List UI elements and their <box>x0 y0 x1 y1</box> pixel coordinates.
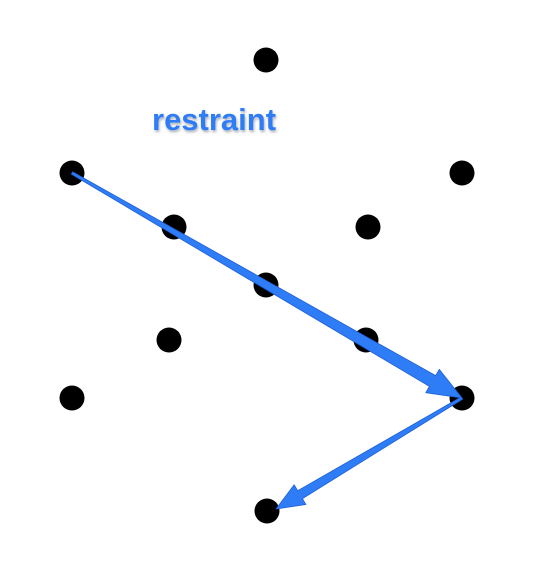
dot-inner-lower-left <box>156 327 182 353</box>
dot-right-upper <box>449 160 475 186</box>
restraint-label: restraint <box>152 102 276 137</box>
dots-layer <box>59 47 475 524</box>
dot-inner-upper-right <box>355 214 381 240</box>
arrow-long <box>70 171 463 399</box>
arrows-layer <box>70 171 464 510</box>
arrow-short <box>275 396 464 510</box>
dot-left-lower <box>59 385 85 411</box>
dot-top <box>253 47 279 73</box>
dot-bottom <box>254 498 280 524</box>
